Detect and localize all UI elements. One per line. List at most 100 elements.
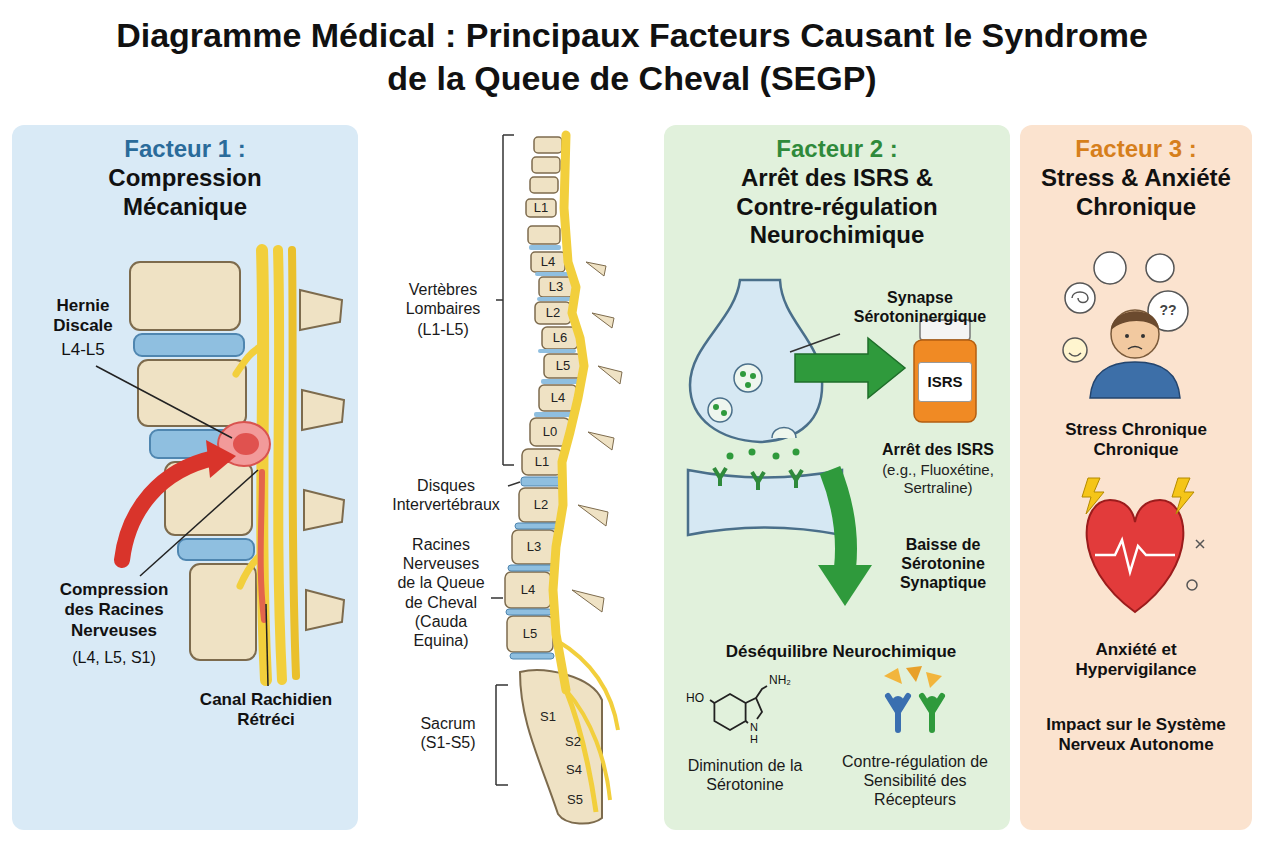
lumbar-side-view (96, 250, 344, 686)
vertebra-number: L3 (519, 539, 549, 555)
vertebra-number: S1 (533, 709, 563, 725)
vertebra-number: L3 (541, 279, 571, 295)
green-arrow (795, 338, 905, 398)
serotonin-dot (713, 404, 719, 410)
panel-label: Facteur 2 : (776, 135, 897, 164)
molecule-ring (714, 694, 745, 730)
vertebra (532, 157, 560, 173)
diagram-title: Diagramme Médical : Principaux Facteurs … (92, 14, 1172, 99)
leader-line (491, 597, 503, 599)
disc (538, 349, 576, 353)
spinal-column (491, 135, 622, 824)
annotation-label: (L4, L5, S1) (48, 648, 180, 667)
spinal-cord (553, 135, 584, 690)
molecule-bond (710, 700, 714, 703)
vertebra (544, 354, 582, 378)
vertebra-number: L2 (526, 497, 556, 513)
annotation-label: Synapse Sérotoninergique (845, 288, 995, 326)
leader-line (266, 604, 268, 686)
vertebra-number: L2 (538, 305, 568, 321)
annotation-label: Racines Nerveuses de la Queue de Cheval … (392, 535, 490, 650)
panel-heading: Compression Mécanique (65, 164, 305, 222)
disc (178, 539, 254, 560)
serotonin-dot (750, 373, 756, 379)
vesicle (708, 398, 732, 422)
postsynaptic-membrane (688, 470, 842, 535)
cauda-equina (556, 640, 618, 730)
panel-ground (664, 125, 1010, 830)
annotation-label: Compression des Racines Nerveuses (48, 580, 180, 641)
disc (534, 412, 574, 417)
vertebra-number: S4 (559, 762, 589, 778)
person-body (1090, 362, 1180, 398)
panel-ground (12, 125, 358, 830)
vertebra (519, 488, 563, 522)
serotonin-dot (740, 371, 746, 377)
pill-bottle (914, 340, 976, 422)
vesicle (734, 364, 762, 392)
bottle-label: ISRS (918, 362, 972, 402)
disc (521, 477, 563, 486)
ligand (906, 666, 922, 682)
spinous-process (588, 432, 614, 450)
person-eye (1125, 334, 1129, 338)
panel-heading: Arrêt des ISRS & Contre-régulation Neuro… (712, 164, 962, 250)
disc (506, 609, 552, 615)
leader-line (96, 366, 232, 438)
annotation-label: Canal Rachidien Rétréci (180, 690, 352, 731)
disc-herniation-core (233, 433, 259, 455)
person-hair (1111, 311, 1159, 330)
thought-bubble (1065, 283, 1095, 313)
leader-line (508, 482, 520, 486)
annotation-label: Arrêt des ISRS (868, 440, 1008, 459)
vertebra-number: L4 (543, 390, 573, 406)
vertebra (526, 199, 556, 217)
disc (515, 523, 559, 529)
receptor (790, 470, 802, 488)
vertebra-number: L6 (545, 330, 575, 346)
ecg-line (1095, 540, 1175, 572)
vertebra-number: L4 (533, 254, 563, 270)
vertebra (535, 302, 571, 324)
serotonin-dot (793, 449, 800, 456)
spark-mark (1187, 580, 1197, 590)
panel-label: Facteur 1 : (124, 135, 245, 164)
bracket (496, 684, 508, 686)
disc (541, 379, 579, 384)
vertebra (512, 530, 556, 564)
vertebra (531, 252, 565, 272)
disc (529, 245, 561, 250)
person-eye (1141, 334, 1145, 338)
annotation-label: Contre-régulation de Sensibilité des Réc… (826, 752, 1004, 810)
bracket (503, 464, 514, 466)
person-mouth (1128, 347, 1142, 350)
heart (1087, 500, 1184, 612)
factor-panel: Facteur 1 :Compression Mécanique (12, 125, 358, 830)
annotation-label: (L1-L5) (390, 320, 496, 339)
vertebra-number: L1 (527, 454, 557, 470)
annotation-label: HO (686, 691, 708, 705)
molecule-bond (756, 686, 767, 698)
spinous-process (300, 290, 342, 330)
vertebra-number: L1 (526, 200, 556, 216)
nerve-branch (236, 346, 262, 374)
receptor (752, 472, 764, 490)
panel-heading: ISRS (927, 373, 962, 391)
spinous-process (592, 313, 614, 328)
disc (535, 272, 569, 276)
annotation-label: N (750, 721, 760, 734)
vertebra (507, 616, 553, 652)
annotation-label: Anxiété et Hypervigilance (1034, 640, 1238, 681)
panel-label: Facteur 3 : (1075, 135, 1196, 164)
synapse-illustration (688, 280, 976, 730)
leader-line (140, 470, 258, 576)
spinous-process (304, 490, 344, 530)
disc (510, 653, 554, 659)
thought-bubble (1146, 254, 1174, 282)
ligand (926, 672, 942, 688)
molecule-ring (746, 698, 762, 719)
annotation-label: Sacrum (S1-S5) (410, 714, 486, 752)
annotation-label: Baisse de Sérotonine Synaptique (880, 535, 1006, 593)
sacrum (520, 670, 602, 823)
